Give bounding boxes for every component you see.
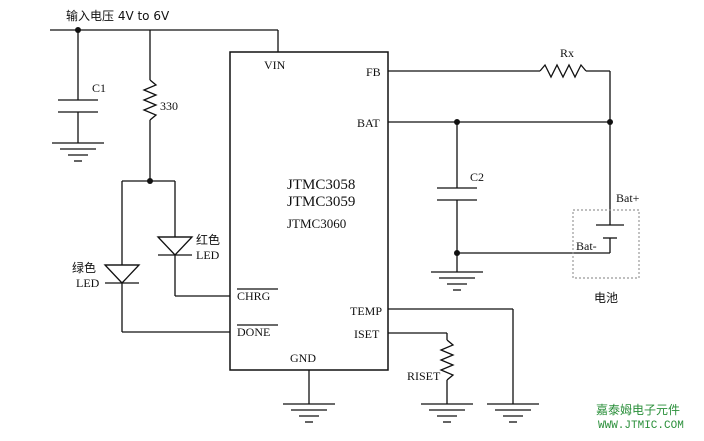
resistor-330 <box>142 30 158 181</box>
pin-vin-label: VIN <box>264 58 286 72</box>
battery-plus-label: Bat+ <box>616 191 640 205</box>
temp-ground-line <box>388 308 539 423</box>
c2-label: C2 <box>470 170 484 184</box>
ground-symbol-c2 <box>431 271 483 291</box>
pin-temp-label: TEMP <box>350 304 382 318</box>
green-led <box>103 181 230 333</box>
led-split-node <box>122 178 175 184</box>
battery-minus-label: Bat- <box>576 239 597 253</box>
green-led-label-line2: LED <box>76 276 100 290</box>
pin-gnd-label: GND <box>290 351 316 365</box>
resistor-riset <box>388 332 455 404</box>
ground-symbol-c1 <box>52 142 104 162</box>
chip-body <box>229 51 389 371</box>
capacitor-c1 <box>58 30 98 143</box>
rx-label: Rx <box>560 46 574 60</box>
battery-label: 电池 <box>594 291 618 305</box>
chip-part-2: JTMC3059 <box>287 194 355 210</box>
watermark-name: 嘉泰姆电子元件 <box>596 403 680 417</box>
r330-label: 330 <box>160 99 178 113</box>
green-led-label-line1: 绿色 <box>72 260 96 275</box>
red-led-label-line1: 红色 <box>196 232 220 247</box>
pin-iset-label: ISET <box>354 327 380 341</box>
ground-symbol-chip <box>283 370 335 423</box>
c1-label: C1 <box>92 81 106 95</box>
chip-part-3: JTMC3060 <box>287 216 346 231</box>
red-led <box>156 181 230 297</box>
red-led-label-line2: LED <box>196 248 220 262</box>
input-rail <box>50 27 279 52</box>
capacitor-c2 <box>437 122 610 272</box>
bat-line <box>388 119 613 212</box>
riset-label: RISET <box>407 369 441 383</box>
pin-chrg-label: CHRG <box>237 289 271 303</box>
battery <box>572 209 640 279</box>
chip-part-1: JTMC3058 <box>287 177 355 193</box>
pin-done-label: DONE <box>237 325 270 339</box>
pin-bat-label: BAT <box>357 116 380 130</box>
input-voltage-label: 输入电压 4V to 6V <box>66 8 170 23</box>
pin-fb-label: FB <box>366 65 381 79</box>
ground-symbol-riset <box>421 403 473 423</box>
resistor-rx <box>388 63 611 122</box>
watermark-url: WWW.JTMIC.COM <box>598 420 684 432</box>
